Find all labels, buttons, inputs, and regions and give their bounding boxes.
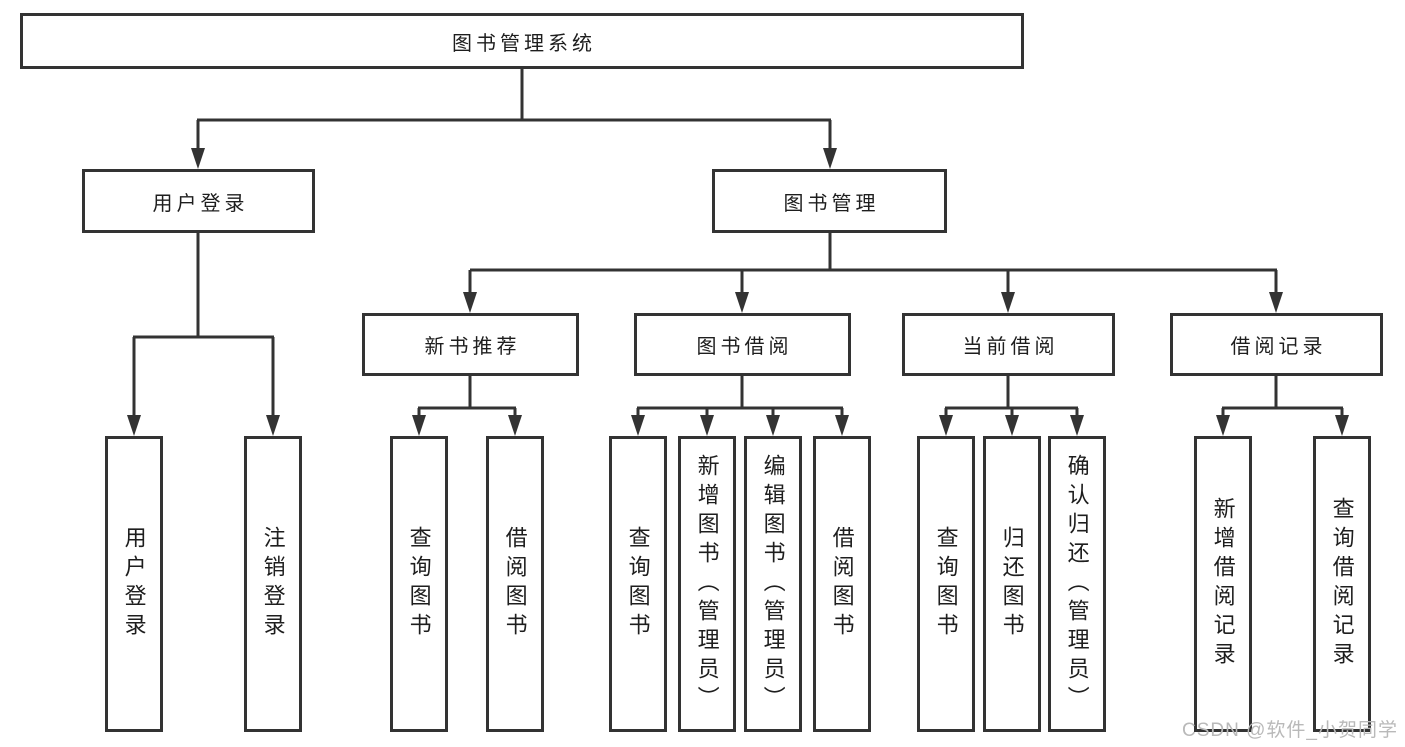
node-current-borrow-label: 当前借阅 <box>962 336 1059 358</box>
leaf-query-borrow-record: 查询借阅记录 <box>1313 436 1371 732</box>
leaf-borrow-books-label: 借阅图书 <box>829 526 855 642</box>
leaf-query-books-current-label: 查询图书 <box>933 526 959 642</box>
leaf-borrow-books-recommend-label: 借阅图书 <box>502 526 528 642</box>
leaf-return-book: 归还图书 <box>983 436 1041 732</box>
node-new-book-recommend: 新书推荐 <box>362 313 579 376</box>
node-book-management: 图书管理 <box>712 169 947 233</box>
node-root-label: 图书管理系统 <box>452 32 596 55</box>
leaf-edit-book-admin: 编辑图书（管理员） <box>744 436 802 732</box>
leaf-logout: 注销登录 <box>244 436 302 732</box>
leaf-add-book-admin-label: 新增图书（管理员） <box>694 453 720 715</box>
leaf-add-borrow-record-label: 新增借阅记录 <box>1210 497 1236 671</box>
node-root: 图书管理系统 <box>20 13 1024 69</box>
node-user-login-label: 用户登录 <box>152 192 249 215</box>
node-borrow-records: 借阅记录 <box>1170 313 1383 376</box>
node-current-borrow: 当前借阅 <box>902 313 1115 376</box>
leaf-query-books-recommend-label: 查询图书 <box>406 526 432 642</box>
leaf-query-books-recommend: 查询图书 <box>390 436 448 732</box>
leaf-borrow-books-recommend: 借阅图书 <box>486 436 544 732</box>
csdn-watermark: CSDN @软件_小贺同学 <box>1182 720 1398 741</box>
node-user-login: 用户登录 <box>82 169 315 233</box>
leaf-edit-book-admin-label: 编辑图书（管理员） <box>760 453 786 715</box>
node-book-management-label: 图书管理 <box>783 192 880 215</box>
leaf-return-book-label: 归还图书 <box>999 526 1025 642</box>
leaf-borrow-books: 借阅图书 <box>813 436 871 732</box>
leaf-user-login: 用户登录 <box>105 436 163 732</box>
leaf-add-borrow-record: 新增借阅记录 <box>1194 436 1252 732</box>
leaf-query-books-current: 查询图书 <box>917 436 975 732</box>
leaf-confirm-return-admin: 确认归还（管理员） <box>1048 436 1106 732</box>
node-borrow-records-label: 借阅记录 <box>1230 336 1327 358</box>
leaf-add-book-admin: 新增图书（管理员） <box>678 436 736 732</box>
node-book-borrow-label: 图书借阅 <box>696 336 793 358</box>
leaf-query-books-borrow-label: 查询图书 <box>625 526 651 642</box>
node-book-borrow: 图书借阅 <box>634 313 851 376</box>
node-new-book-recommend-label: 新书推荐 <box>424 336 521 358</box>
leaf-confirm-return-admin-label: 确认归还（管理员） <box>1064 453 1090 715</box>
leaf-logout-label: 注销登录 <box>260 526 286 642</box>
arrow-down-icons <box>127 148 1349 436</box>
leaf-query-books-borrow: 查询图书 <box>609 436 667 732</box>
leaf-query-borrow-record-label: 查询借阅记录 <box>1329 497 1355 671</box>
leaf-user-login-label: 用户登录 <box>121 526 147 642</box>
